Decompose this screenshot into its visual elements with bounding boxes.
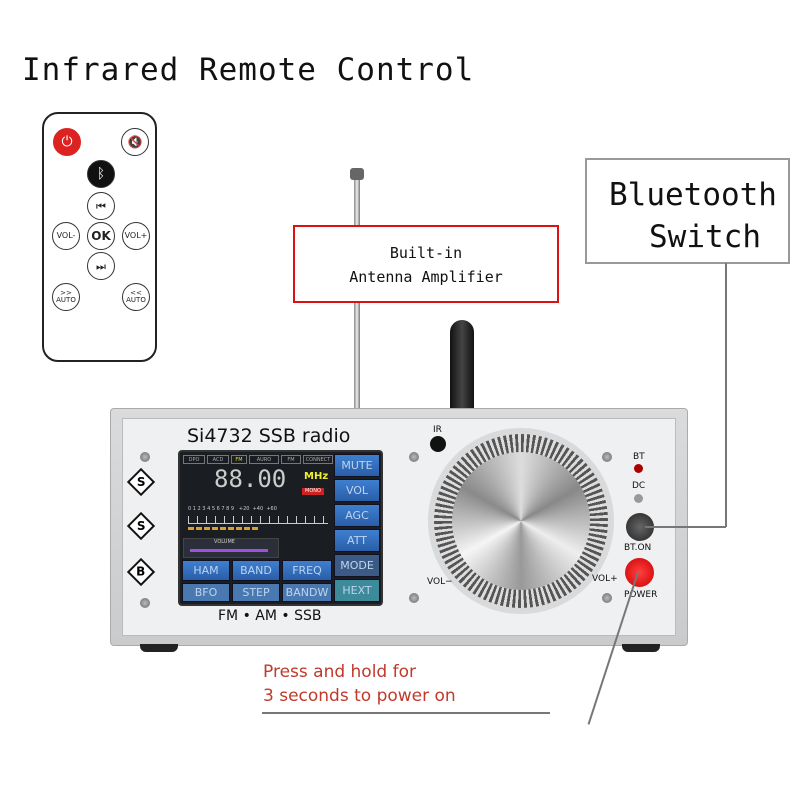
screw xyxy=(409,452,419,462)
bluetooth-icon: ᛒ xyxy=(96,166,106,182)
vol-minus-label: VOL− xyxy=(427,577,453,587)
screw xyxy=(602,452,612,462)
mute-icon: 🔇 xyxy=(127,135,143,149)
heading-title: Infrared Remote Control xyxy=(22,52,475,88)
screen-tab: FM xyxy=(231,455,247,464)
screen-tab: FM xyxy=(281,455,301,464)
brand-label: Si4732 SSB radio xyxy=(187,425,351,447)
remote-next-button[interactable]: ⏭ xyxy=(87,252,115,280)
mode-button[interactable]: MODE xyxy=(334,554,380,577)
screen-tab: ACD xyxy=(207,455,229,464)
screw xyxy=(140,598,150,608)
frequency-display: 88.00 xyxy=(214,465,287,493)
next-icon: ⏭ xyxy=(96,259,106,273)
dc-label: DC xyxy=(632,481,646,491)
dc-led xyxy=(634,494,643,503)
foot xyxy=(140,644,178,652)
ham-button[interactable]: HAM xyxy=(182,560,230,581)
remote-control: ⏻ 🔇 ᛒ ⏮ VOL- OK VOL+ ⏭ >> AUTO << AUTO xyxy=(42,112,157,362)
remote-previous-button[interactable]: ⏮ xyxy=(87,192,115,220)
power-callout-line1: Press and hold for xyxy=(263,662,416,682)
screen-tab: CONNECT xyxy=(303,455,333,464)
remote-ok-button[interactable]: OK xyxy=(87,222,115,250)
signal-meter xyxy=(188,516,328,524)
screw xyxy=(409,593,419,603)
ir-receiver xyxy=(430,436,446,452)
screw xyxy=(140,452,150,462)
step-button[interactable]: STEP xyxy=(232,583,280,602)
modes-label: FM • AM • SSB xyxy=(218,608,322,624)
callout-line xyxy=(645,526,726,528)
signal-bar xyxy=(188,527,258,530)
band-button[interactable]: BAND xyxy=(232,560,280,581)
power-callout-line2: 3 seconds to power on xyxy=(263,686,456,706)
bluetooth-callout-line1: Bluetooth xyxy=(609,177,777,213)
volume-label: VOLUME xyxy=(214,539,235,545)
bfo-button[interactable]: BFO xyxy=(182,583,230,602)
previous-icon: ⏮ xyxy=(96,199,106,213)
mute-button[interactable]: MUTE xyxy=(334,454,380,477)
antenna-tip xyxy=(350,168,364,180)
remote-mute-button[interactable]: 🔇 xyxy=(121,128,149,156)
antenna-callout-line1: Built-in xyxy=(389,244,463,262)
vol-plus-label: VOL+ xyxy=(592,574,618,584)
freq-button[interactable]: FREQ xyxy=(282,560,332,581)
power-icon: ⏻ xyxy=(61,134,73,150)
agc-button[interactable]: AGC xyxy=(334,504,380,527)
ir-label: IR xyxy=(433,425,442,435)
bt-led xyxy=(634,464,643,473)
mono-badge: MONO xyxy=(302,488,324,495)
antenna-callout: Built-in Antenna Amplifier xyxy=(293,225,559,303)
foot xyxy=(622,644,660,652)
remote-auto-back-button[interactable]: << AUTO xyxy=(122,283,150,311)
bandw-button[interactable]: BANDW xyxy=(282,583,332,602)
volume-bar[interactable] xyxy=(190,549,268,552)
bt-on-label: BT.ON xyxy=(624,543,652,553)
signal-scale: 0 1 2 3 4 5 6 7 8 9 +20 +40 +60 xyxy=(188,506,277,512)
screen-tab: AURO xyxy=(249,455,279,464)
remote-power-button[interactable]: ⏻ xyxy=(53,128,81,156)
remote-vol-down-button[interactable]: VOL- xyxy=(52,222,80,250)
bluetooth-antenna xyxy=(450,320,474,415)
power-label: POWER xyxy=(624,590,658,600)
touch-screen[interactable]: DPO ACD FM AURO FM CONNECT 88.00 MHz MON… xyxy=(178,450,383,606)
bt-label: BT xyxy=(633,452,645,462)
callout-line xyxy=(262,712,550,714)
antenna-callout-line2: Antenna Amplifier xyxy=(349,268,503,286)
remote-vol-up-button[interactable]: VOL+ xyxy=(122,222,150,250)
screen-tab: DPO xyxy=(183,455,205,464)
remote-auto-forward-button[interactable]: >> AUTO xyxy=(52,283,80,311)
callout-line xyxy=(725,263,727,527)
vol-button[interactable]: VOL xyxy=(334,479,380,502)
hext-button[interactable]: HEXT xyxy=(334,579,380,602)
remote-bluetooth-button[interactable]: ᛒ xyxy=(87,160,115,188)
screw xyxy=(602,593,612,603)
power-button[interactable] xyxy=(625,558,654,587)
att-button[interactable]: ATT xyxy=(334,529,380,552)
power-callout: Press and hold for 3 seconds to power on xyxy=(263,660,456,708)
volume-panel: VOLUME xyxy=(183,538,279,558)
bluetooth-callout-line2: Switch xyxy=(649,219,761,255)
bluetooth-callout: Bluetooth Switch xyxy=(585,158,790,264)
volume-knob[interactable] xyxy=(452,452,590,590)
frequency-unit: MHz xyxy=(304,471,329,482)
